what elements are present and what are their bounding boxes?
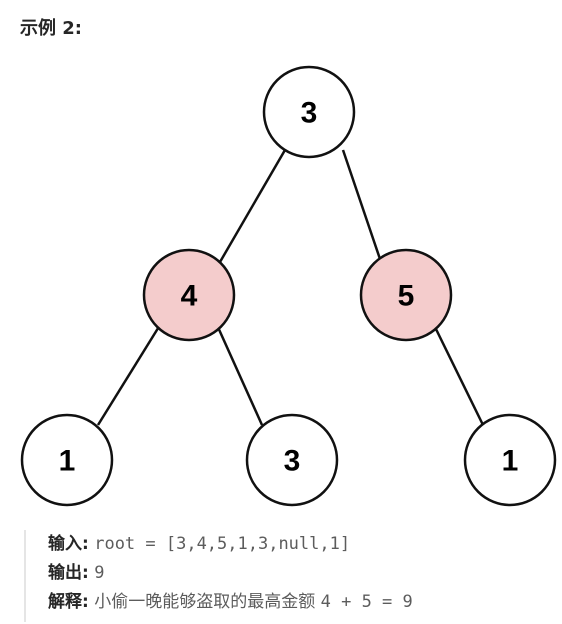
output-label: 输出: (48, 563, 89, 583)
tree-node-left-left-value: 1 (59, 445, 76, 478)
tree-node-left-value: 4 (181, 280, 198, 313)
tree-node-root-value: 3 (301, 97, 318, 130)
input-line: 输入: root = [3,4,5,1,3,null,1] (48, 530, 544, 559)
tree-node-left-left: 1 (20, 413, 114, 507)
tree-node-left-left-circle (20, 413, 114, 507)
tree-node-left-circle (142, 248, 236, 342)
input-value: root = [3,4,5,1,3,null,1] (94, 534, 351, 554)
tree-nodes: 3 4 5 1 3 1 (20, 65, 557, 507)
tree-edges (96, 149, 485, 426)
tree-node-right-right: 1 (463, 413, 557, 507)
explanation-expression: 4 + 5 = 9 (320, 592, 413, 612)
tree-node-left-right: 3 (245, 413, 339, 507)
output-value: 9 (94, 563, 105, 583)
tree-node-left-right-circle (245, 413, 339, 507)
input-label: 输入: (48, 534, 89, 554)
tree-node-right-value: 5 (398, 280, 415, 313)
explanation-line: 解释: 小偷一晚能够盗取的最高金额 4 + 5 = 9 (48, 588, 544, 617)
tree-node-left: 4 (142, 248, 236, 342)
tree-node-right-circle (359, 248, 453, 342)
edge-right-rightright (432, 324, 485, 426)
tree-node-left-right-value: 3 (284, 445, 301, 478)
edge-root-right (341, 149, 383, 263)
tree-node-root-circle (262, 65, 356, 159)
tree-node-root: 3 (262, 65, 356, 159)
edge-left-leftleft (96, 324, 162, 426)
binary-tree-diagram: 3 4 5 1 3 1 (20, 65, 557, 507)
explanation-text: 小偷一晚能够盗取的最高金额 (94, 592, 316, 612)
tree-node-right-right-circle (463, 413, 557, 507)
example-title: 示例 2: (20, 18, 82, 39)
output-line: 输出: 9 (48, 559, 544, 588)
explanation-label: 解释: (48, 592, 89, 612)
tree-node-right: 5 (359, 248, 453, 342)
edge-root-left (218, 149, 287, 263)
tree-node-right-right-value: 1 (502, 445, 519, 478)
edge-left-leftright (215, 324, 264, 426)
example-io-block: 输入: root = [3,4,5,1,3,null,1] 输出: 9 解释: … (24, 530, 544, 622)
